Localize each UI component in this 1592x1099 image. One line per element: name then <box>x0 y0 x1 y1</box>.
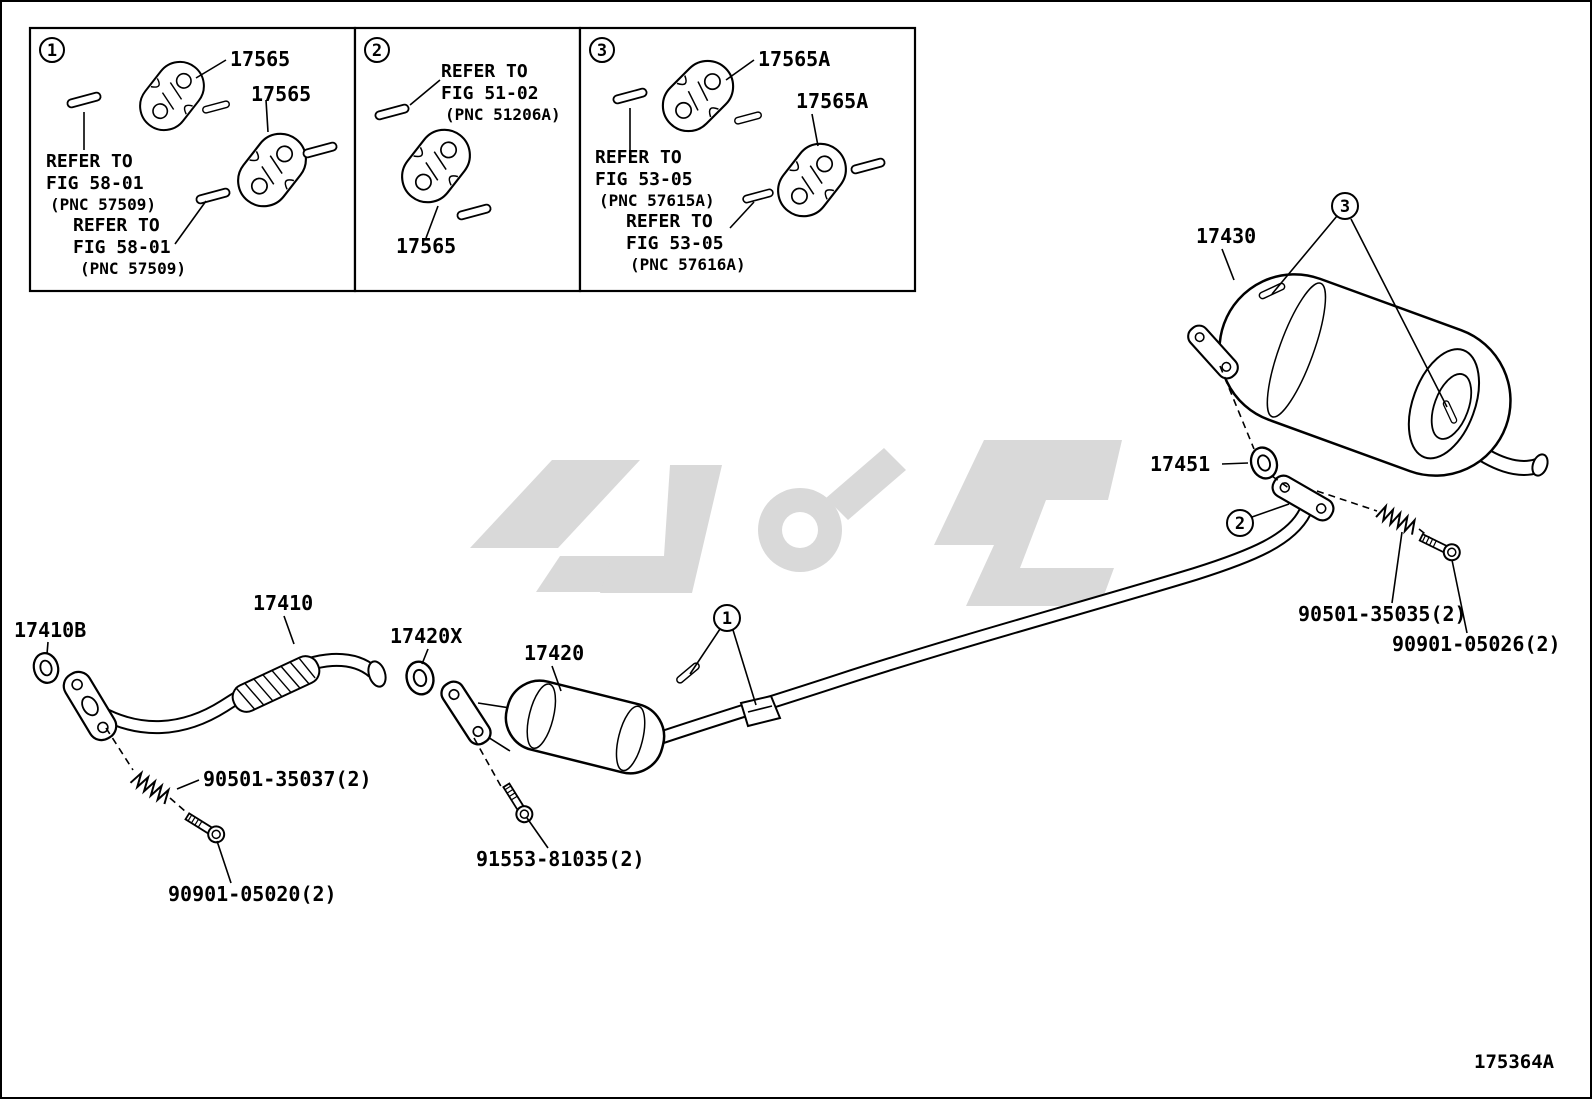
part-label-90901-05026[interactable]: 90901-05026(2) <box>1392 632 1561 656</box>
part-label-91553-81035[interactable]: 91553-81035(2) <box>476 847 645 871</box>
part-label-17565-b[interactable]: 17565 <box>251 82 311 106</box>
muffler-drawing <box>1218 273 1512 477</box>
leader-line <box>729 201 755 229</box>
leader-line <box>409 79 441 106</box>
badge-main-2[interactable]: 2 <box>1226 509 1254 537</box>
part-label-17420X[interactable]: 17420X <box>390 624 462 648</box>
ref-note: FIG 58-01 <box>73 237 171 258</box>
badge-main-1[interactable]: 1 <box>713 604 741 632</box>
ref-note: REFER TO <box>441 61 528 82</box>
ref-note: FIG 53-05 <box>595 169 693 190</box>
inset-box-2: 2 REFER TO FIG 51-02 (PNC 51206A) 17565 <box>353 26 582 293</box>
inset-box-1: 1 17565 17565 REFER TO FIG 58-01 (PNC 57… <box>28 26 357 293</box>
ref-note: FIG 51-02 <box>441 83 539 104</box>
ref-note: REFER TO <box>626 211 713 232</box>
converter-drawing <box>504 679 666 775</box>
badge-inset-3[interactable]: 3 <box>589 37 615 63</box>
center-pipe-drawing <box>639 508 1312 751</box>
ref-note: (PNC 57509) <box>80 259 186 278</box>
svg-text:3: 3 <box>1340 197 1350 217</box>
pipe-bracket-drawing <box>739 694 782 728</box>
leader-line <box>195 59 227 79</box>
leader-line <box>174 200 207 245</box>
leader-line <box>265 99 269 133</box>
part-label-17565A-b[interactable]: 17565A <box>796 89 868 113</box>
ref-note: REFER TO <box>595 147 682 168</box>
ref-note: (PNC 57615A) <box>599 191 715 210</box>
leader-line <box>725 59 755 81</box>
part-label-17565-a[interactable]: 17565 <box>230 47 290 71</box>
badge-inset-1[interactable]: 1 <box>39 37 65 63</box>
ref-note: (PNC 51206A) <box>445 105 561 124</box>
part-label-17565-c[interactable]: 17565 <box>396 234 456 258</box>
ref-note: REFER TO <box>73 215 160 236</box>
svg-text:1: 1 <box>47 41 57 61</box>
part-label-17420[interactable]: 17420 <box>524 641 584 665</box>
leader-line <box>425 205 439 239</box>
part-label-17565A-a[interactable]: 17565A <box>758 47 830 71</box>
ref-note: FIG 53-05 <box>626 233 724 254</box>
part-label-17410B[interactable]: 17410B <box>14 618 86 642</box>
badge-inset-2[interactable]: 2 <box>364 37 390 63</box>
ref-note: FIG 58-01 <box>46 173 144 194</box>
ref-note: (PNC 57616A) <box>630 255 746 274</box>
part-label-17451[interactable]: 17451 <box>1150 452 1210 476</box>
front-pipe-end-flare <box>367 660 387 688</box>
figure-number: 175364A <box>1474 1051 1555 1073</box>
part-label-17430[interactable]: 17430 <box>1196 224 1256 248</box>
part-label-90901-05020[interactable]: 90901-05020(2) <box>168 882 337 906</box>
part-label-17410[interactable]: 17410 <box>253 591 313 615</box>
part-label-90501-35037[interactable]: 90501-35037(2) <box>203 767 372 791</box>
flex-section-drawing <box>231 655 321 713</box>
assembly-dashed-lines <box>105 365 1430 813</box>
callout-leader-lines <box>46 215 1468 884</box>
leader-line <box>811 113 819 147</box>
svg-text:2: 2 <box>1235 514 1245 534</box>
part-label-90501-35035[interactable]: 90501-35035(2) <box>1298 602 1467 626</box>
inset-box-3: 3 17565A 17565A REFER TO FIG 53-05 (PNC … <box>578 26 917 293</box>
inset-box-3-frame <box>578 26 917 293</box>
svg-text:1: 1 <box>722 609 732 629</box>
ref-note: REFER TO <box>46 151 133 172</box>
svg-text:2: 2 <box>372 41 382 61</box>
svg-text:3: 3 <box>597 41 607 61</box>
badge-main-3[interactable]: 3 <box>1331 192 1359 220</box>
ref-note: (PNC 57509) <box>50 195 156 214</box>
watermark-logo <box>470 440 1122 606</box>
